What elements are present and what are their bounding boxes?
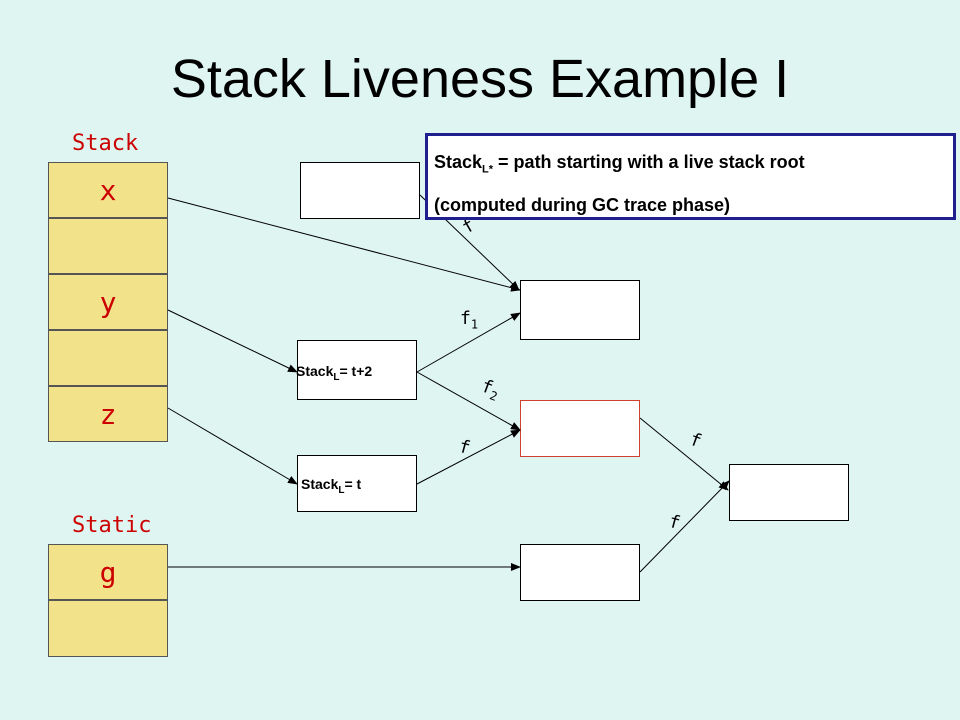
static-cell-g: g: [48, 544, 168, 600]
heap-object-live: [520, 400, 640, 457]
arrow-x-to-a: [167, 197, 521, 292]
stack-t2-label: StackL= t+2: [296, 363, 373, 383]
edge-label-f1: f1: [460, 308, 479, 332]
arrow-y-to-t2: [167, 309, 298, 373]
static-cell-empty: [48, 600, 168, 657]
stack-cell-empty-1: [48, 218, 168, 274]
heap-object-a: [520, 280, 640, 340]
static-label: Static: [72, 513, 152, 538]
arrow-t-to-live: [416, 429, 521, 485]
heap-object-top: [300, 162, 420, 219]
note-line-2: (computed during GC trace phase): [434, 194, 731, 215]
note-line-1: StackL* = path starting with a live stac…: [434, 152, 805, 176]
heap-object-stack-t: [297, 455, 417, 512]
stack-cell-z: z: [48, 386, 168, 442]
heap-object-right: [729, 464, 849, 521]
arrow-t2-to-live: [416, 371, 521, 431]
heap-object-stack-t2: [297, 340, 417, 400]
definition-note: StackL* = path starting with a live stac…: [425, 133, 956, 220]
arrow-static-to-right: [639, 480, 730, 573]
heap-object-static-target: [520, 544, 640, 601]
arrow-t2-to-a: [416, 312, 521, 373]
stack-t-label: StackL= t: [301, 476, 362, 496]
stack-cell-empty-2: [48, 330, 168, 386]
arrow-live-to-right: [639, 417, 729, 491]
stack-cell-x: x: [48, 162, 168, 218]
stack-label: Stack: [72, 131, 139, 156]
arrow-z-to-t: [167, 407, 298, 485]
stack-cell-y: y: [48, 274, 168, 330]
slide-title: Stack Liveness Example I: [170, 49, 790, 109]
